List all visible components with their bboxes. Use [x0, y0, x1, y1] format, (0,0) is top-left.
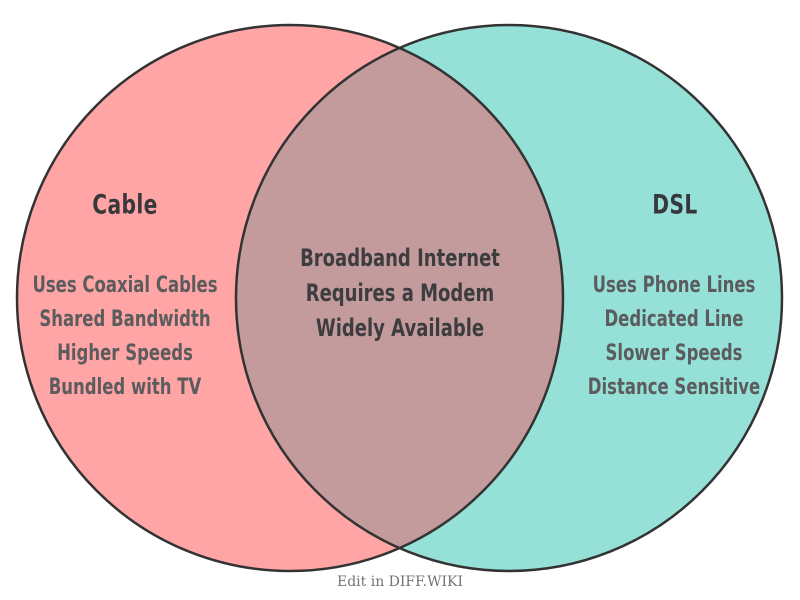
cable-item-4: Bundled with TV: [48, 375, 202, 400]
dsl-item-2: Dedicated Line: [604, 307, 744, 332]
dsl-circle-outline: [234, 23, 784, 573]
intersection-item-1: Broadband Internet: [300, 244, 500, 272]
dsl-title: DSL: [652, 189, 698, 221]
cable-item-2: Shared Bandwidth: [39, 307, 211, 332]
intersection-item-3: Widely Available: [315, 314, 485, 342]
cable-circle-outline: [15, 23, 565, 573]
cable-item-3: Higher Speeds: [57, 341, 193, 366]
edit-in-diffwiki-link[interactable]: Edit in DIFF.WIKI: [336, 574, 464, 590]
cable-title: Cable: [92, 189, 158, 221]
intersection-item-2: Requires a Modem: [305, 279, 495, 307]
dsl-item-1: Uses Phone Lines: [592, 273, 756, 298]
dsl-item-3: Slower Speeds: [605, 341, 743, 366]
dsl-item-4: Distance Sensitive: [587, 375, 761, 400]
intersection-region: [236, 48, 563, 548]
cable-item-1: Uses Coaxial Cables: [32, 273, 218, 298]
